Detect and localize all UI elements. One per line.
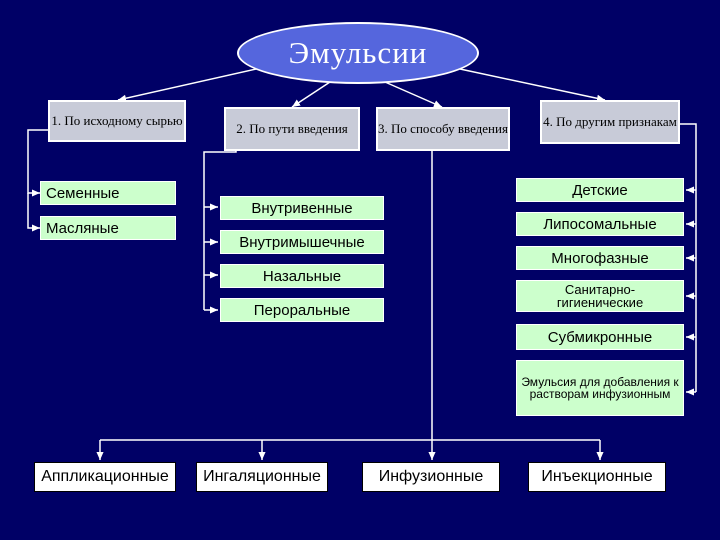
leaf-oral: Пероральные [220,298,384,322]
category-raw-material: 1. По исходному сырью [48,100,186,142]
connector-cat4-other [680,123,697,392]
connector-cat1-oils [27,193,40,232]
connector-title-cat3 [384,81,443,108]
leaf-inhalation: Ингаляционные [196,462,328,492]
leaf-injection: Инъекционные [528,462,666,492]
connector-title-cat2 [291,81,331,108]
category-method: 3. По способу введения [376,107,510,151]
connector-cat1-seeds [27,129,48,197]
leaf-intramuscular: Внутримышечные [220,230,384,254]
leaf-liposomal: Липосомальные [516,212,684,236]
leaf-children: Детские [516,178,684,202]
connector-title-cat4 [459,68,606,102]
leaf-intravenous: Внутривенные [220,196,384,220]
leaf-multiphase: Многофазные [516,246,684,270]
leaf-submicron: Субмикронные [516,324,684,350]
category-route: 2. По пути введения [224,107,360,151]
category-other: 4. По другим признакам [540,100,680,144]
leaf-infusion: Инфузионные [362,462,500,492]
diagram-title: Эмульсии [237,22,479,84]
leaf-application: Аппликационные [34,462,176,492]
connector-title-cat1 [117,68,257,102]
leaf-seeds: Семенные [40,181,176,205]
leaf-sanitary: Санитарно-гигиенические [516,280,684,312]
leaf-nasal: Назальные [220,264,384,288]
leaf-oils: Масляные [40,216,176,240]
leaf-infusion-additive: Эмульсия для добавления к растворам инфу… [516,360,684,416]
